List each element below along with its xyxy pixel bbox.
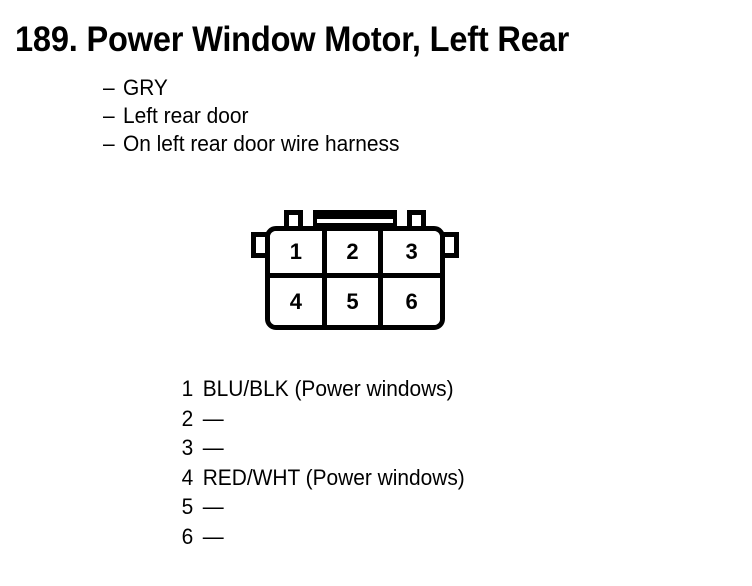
pin-legend-row: 5 — — [178, 494, 587, 524]
pin-legend-number: 1 — [181, 376, 194, 401]
dash-bullet: – — [103, 103, 115, 128]
attribute-item: – GRY — [103, 75, 578, 103]
pin-cell-number: 6 — [405, 288, 418, 314]
pin-legend-row: 3 — — [178, 435, 587, 465]
attribute-label: Left rear door — [122, 103, 249, 128]
connector-diagram: 1 2 3 4 5 6 — [249, 208, 461, 332]
pin-legend-description: BLU/BLK (Power windows) — [202, 376, 454, 401]
pin-legend-number: 4 — [181, 464, 194, 490]
pin-cell-6: 6 — [383, 278, 440, 325]
dash-bullet: – — [103, 131, 115, 156]
pin-legend-description: — — [202, 494, 224, 519]
pin-cell-3: 3 — [383, 231, 440, 278]
pin-cell-number: 5 — [346, 288, 359, 314]
pin-legend-row: 2 — — [178, 406, 587, 436]
pin-cell-number: 1 — [289, 239, 302, 264]
attribute-list: – GRY – Left rear door – On left rear do… — [103, 75, 603, 159]
pin-legend-description: — — [202, 405, 224, 431]
attribute-item: – On left rear door wire harness — [103, 131, 578, 159]
pin-legend-number: 3 — [181, 435, 194, 460]
pin-legend-number: 2 — [181, 405, 194, 431]
pin-cell-4: 4 — [270, 278, 327, 325]
pin-cell-2: 2 — [326, 231, 384, 278]
pin-cell-number: 4 — [289, 288, 302, 314]
pin-legend-number: 6 — [181, 523, 194, 549]
pin-cell-1: 1 — [270, 231, 327, 278]
dash-bullet: – — [103, 75, 115, 100]
pin-legend-row: 4 RED/WHT (Power windows) — [178, 465, 587, 495]
attribute-item: – Left rear door — [103, 103, 578, 131]
page-title: 189. Power Window Motor, Left Rear — [15, 20, 570, 59]
pin-legend: 1 BLU/BLK (Power windows) 2 — 3 — 4 RED/… — [178, 376, 608, 553]
pin-legend-row: 6 — — [178, 524, 587, 554]
pin-cell-5: 5 — [326, 278, 384, 325]
pin-cell-number: 2 — [346, 239, 359, 264]
connector-left-ear — [251, 232, 269, 258]
pin-legend-description: — — [202, 523, 224, 549]
pin-legend-number: 5 — [181, 494, 194, 519]
connector-right-ear — [441, 232, 459, 258]
attribute-label: On left rear door wire harness — [122, 131, 400, 156]
pin-legend-description: RED/WHT (Power windows) — [202, 464, 465, 490]
pin-legend-description: — — [202, 435, 224, 460]
connector-housing: 1 2 3 4 5 6 — [265, 226, 445, 330]
pin-cell-number: 3 — [405, 239, 418, 264]
attribute-label: GRY — [122, 75, 168, 100]
pin-legend-row: 1 BLU/BLK (Power windows) — [178, 376, 587, 406]
